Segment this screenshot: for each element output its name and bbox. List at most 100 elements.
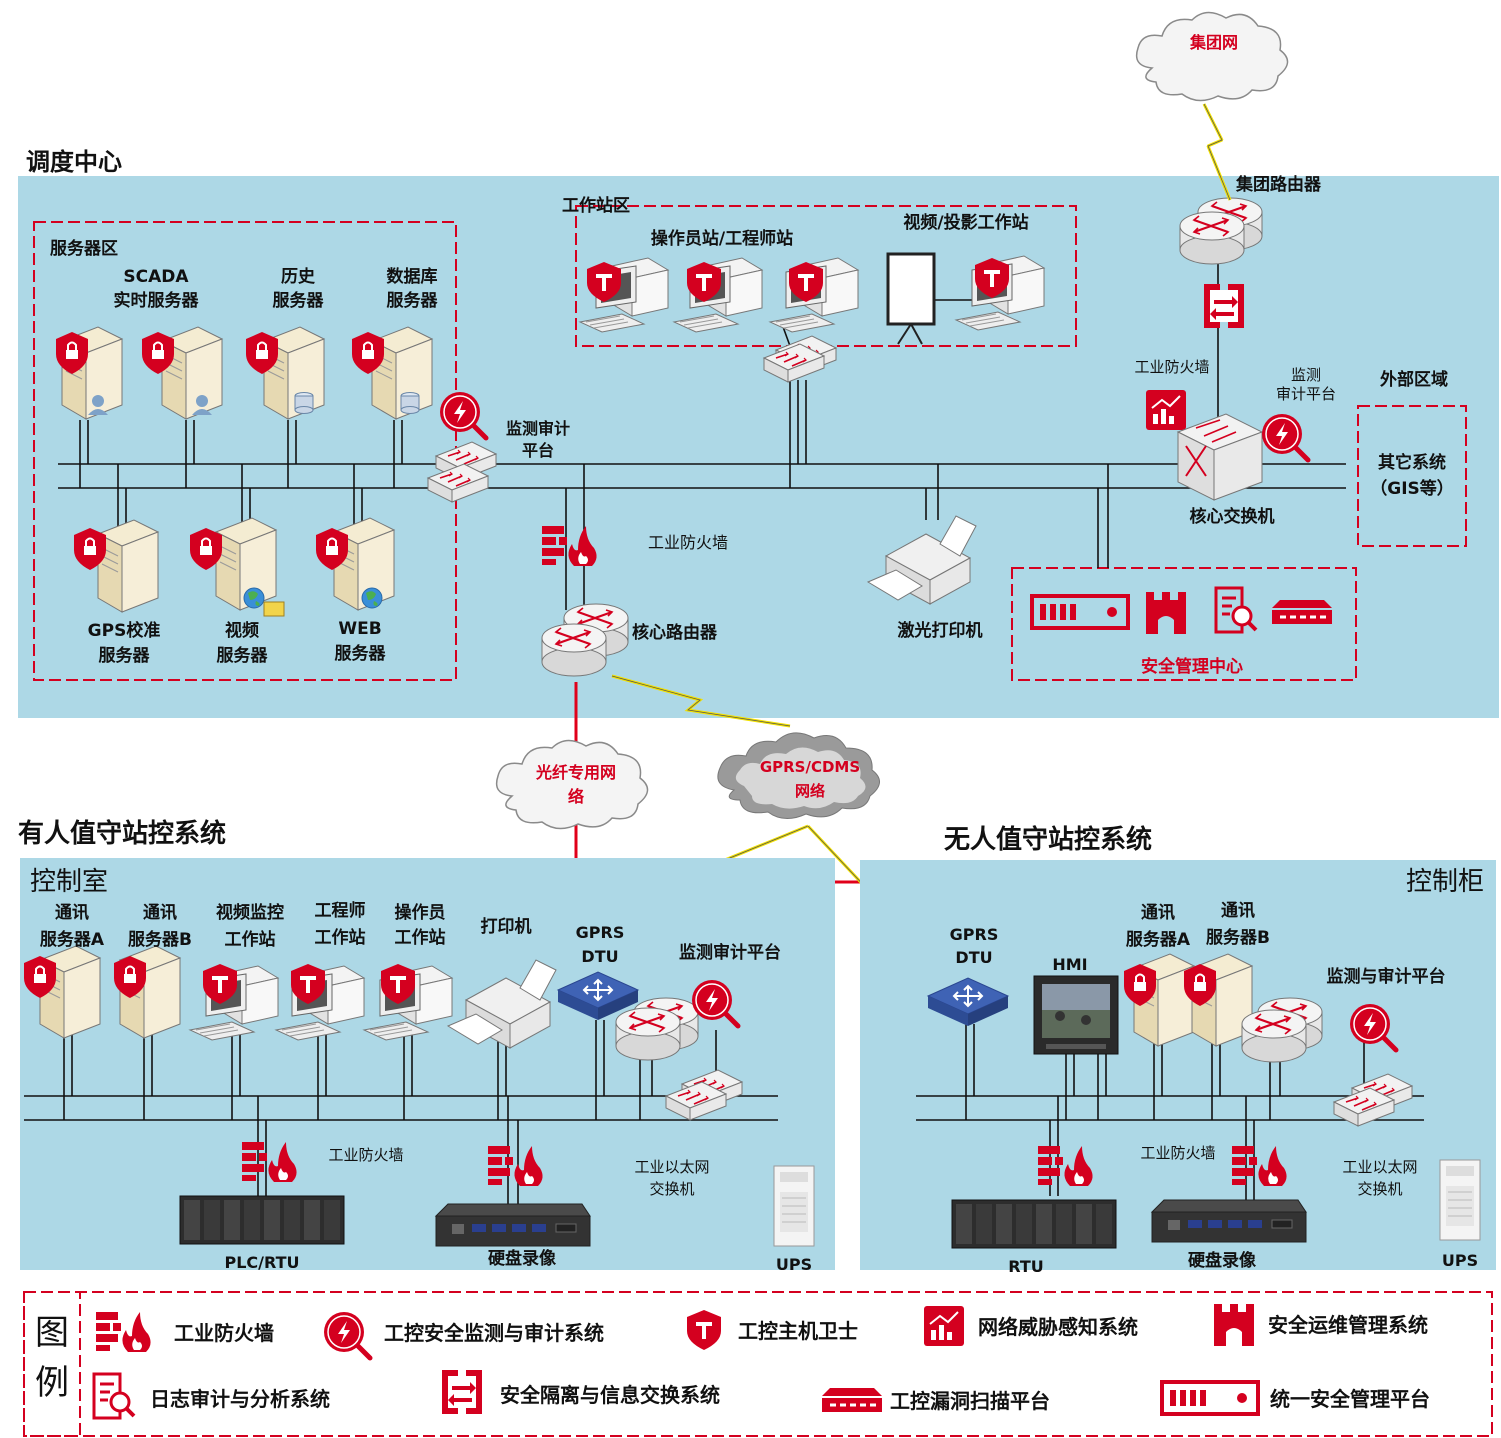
core-switch [1176, 414, 1308, 501]
unmanned-hmi-label: HMI [1052, 955, 1087, 974]
core-switch-label: 核心交换机 [1190, 506, 1275, 527]
legend-label-log: 日志审计与分析系统 [150, 1387, 330, 1411]
control-cabinet-label: 控制柜 [1406, 867, 1484, 897]
legend-isolation-icon [442, 1370, 482, 1414]
manned-comm-a-label-1: 通讯 [55, 903, 89, 923]
history-label-1: 历史 [281, 266, 316, 287]
isolation-device [1204, 284, 1244, 328]
dispatch-center-title: 调度中心 [26, 148, 122, 176]
unmanned-ups-label: UPS [1442, 1251, 1478, 1270]
dispatch-firewall-label: 工业防火墙 [648, 533, 728, 552]
manned-switch-label-2: 交换机 [649, 1180, 694, 1198]
manned-audit-label: 监测审计平台 [679, 942, 781, 963]
manned-op-label-2: 工作站 [395, 927, 446, 948]
unmanned-audit-label: 监测与审计平台 [1327, 966, 1446, 987]
security-center-border [1011, 567, 1357, 681]
control-room-label: 控制室 [30, 867, 108, 897]
projector-screen [886, 252, 936, 345]
gps-label-2: 服务器 [99, 645, 151, 666]
web-label-1: WEB [338, 619, 381, 639]
dispatch-audit-label-2: 平台 [522, 441, 554, 460]
manned-gprs-label-1: GPRS [576, 923, 625, 942]
manned-nvr [435, 1203, 591, 1247]
group-router-label: 集团路由器 [1235, 174, 1322, 195]
manned-title: 有人值守站控系统 [18, 818, 226, 849]
web-label-2: 服务器 [335, 643, 387, 664]
unmanned-rtu-label: RTU [1008, 1257, 1044, 1276]
manned-comm-server-b [113, 945, 181, 1039]
manned-eng-label-1: 工程师 [315, 900, 366, 921]
manned-comm-b-label-2: 服务器B [128, 929, 192, 950]
unmanned-comm-server-a [1123, 953, 1195, 1047]
legend-scan-icon [820, 1386, 884, 1414]
unmanned-hmi [1033, 975, 1119, 1055]
video-server-label-2: 服务器 [217, 645, 269, 666]
manned-nvr-label: 硬盘录像 [488, 1248, 557, 1269]
group-net-cloud [1135, 11, 1289, 102]
core-router-label: 核心路由器 [632, 622, 718, 643]
legend-threat-icon [923, 1305, 965, 1347]
manned-printer-label: 打印机 [481, 916, 532, 937]
laser-printer-label: 激光打印机 [898, 620, 983, 641]
gprs-net-label-1: GPRS/CDMS [760, 758, 860, 776]
operator-ws-label: 操作员站/工程师站 [651, 228, 793, 249]
video-server-label-1: 视频 [225, 620, 259, 641]
manned-firewall-label: 工业防火墙 [328, 1146, 403, 1164]
unmanned-firewall-label: 工业防火墙 [1140, 1144, 1215, 1162]
scada-server [55, 326, 123, 420]
legend-label-threat: 网络威胁感知系统 [978, 1315, 1138, 1339]
database-label-2: 服务器 [387, 290, 439, 311]
legend-label-audit: 工控安全监测与审计系统 [384, 1321, 604, 1345]
unmanned-comm-a-label-2: 服务器A [1126, 929, 1191, 950]
manned-video-label-1: 视频监控 [216, 902, 284, 923]
manned-plc-label: PLC/RTU [224, 1253, 299, 1272]
fiber-net-label-2: 络 [568, 787, 584, 806]
scada-label-1: SCADA [123, 267, 189, 287]
manned-bus-lines [24, 1020, 778, 1206]
manned-op-label-1: 操作员 [395, 902, 446, 923]
threat-sensor [1145, 389, 1187, 431]
unmanned-gprs-label-2: DTU [955, 948, 992, 967]
legend-label-isolation: 安全隔离与信息交换系统 [500, 1383, 720, 1407]
workstation-zone-label: 工作站区 [562, 195, 630, 216]
unmanned-comm-a-label-1: 通讯 [1141, 903, 1175, 923]
manned-comm-a-label-2: 服务器A [40, 929, 105, 950]
unmanned-title: 无人值守站控系统 [944, 824, 1152, 855]
security-center-scan-icon [1270, 598, 1334, 626]
external-zone-label: 外部区域 [1380, 369, 1448, 390]
manned-ups-label: UPS [776, 1255, 812, 1274]
manned-gprs-label-2: DTU [581, 947, 618, 966]
manned-switch-label-1: 工业以太网 [634, 1158, 709, 1176]
dispatch-audit2-label-2: 审计平台 [1276, 385, 1336, 403]
video-server [189, 517, 285, 617]
manned-ups [773, 1165, 815, 1247]
manned-plc-rtu [179, 1195, 345, 1245]
manned-zone [20, 858, 835, 1270]
gprs-network-cloud [717, 732, 880, 819]
other-system-label-2: （GIS等） [1370, 478, 1454, 499]
server-zone-label: 服务器区 [50, 238, 118, 259]
fiber-network-cloud [495, 739, 649, 830]
gps-label-1: GPS校准 [88, 620, 161, 641]
unmanned-nvr [1151, 1199, 1307, 1243]
scada-label-2: 实时服务器 [114, 290, 200, 311]
history-label-2: 服务器 [273, 290, 325, 311]
dispatch-bus-lines [58, 262, 1346, 610]
legend-title-1: 图 [35, 1313, 69, 1353]
unmanned-rtu [951, 1199, 1117, 1249]
legend-title-2: 例 [35, 1363, 69, 1403]
manned-comm-b-label-1: 通讯 [143, 903, 177, 923]
fiber-net-label-1: 光纤专用网 [535, 763, 616, 782]
dispatch-audit-label-1: 监测审计 [506, 419, 570, 438]
unmanned-gprs-label-1: GPRS [950, 925, 999, 944]
unmanned-switch-label-2: 交换机 [1357, 1180, 1402, 1198]
video-ws-label: 视频/投影工作站 [903, 212, 1028, 233]
legend-label-ops: 安全运维管理系统 [1268, 1313, 1428, 1337]
manned-eng-label-2: 工作站 [315, 927, 366, 948]
legend-label-firewall: 工业防火墙 [174, 1321, 274, 1345]
unmanned-ups [1439, 1159, 1481, 1241]
legend-label-scan: 工控漏洞扫描平台 [890, 1389, 1050, 1413]
dispatch-audit2-label-1: 监测 [1291, 366, 1321, 384]
legend-label-mgmt: 统一安全管理平台 [1270, 1387, 1430, 1411]
